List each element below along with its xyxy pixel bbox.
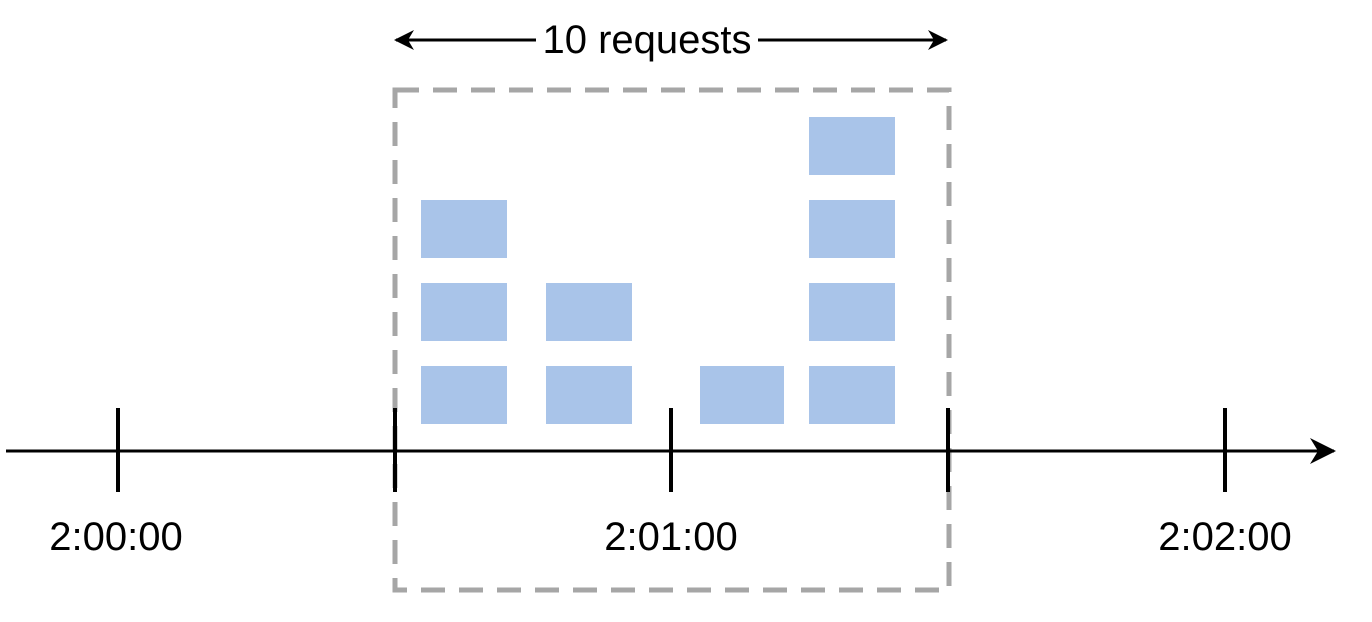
request-block [809,366,895,424]
window-request-count-label: 10 requests [542,18,751,62]
request-block [421,200,507,258]
window-frame [392,87,952,593]
request-block [809,283,895,341]
time-label-2-01-00: 2:01:00 [604,515,737,559]
request-block [546,283,632,341]
request-block [546,366,632,424]
request-block [700,366,784,424]
request-block [421,366,507,424]
request-block [809,117,895,175]
request-blocks [421,117,895,424]
time-label-2-02-00: 2:02:00 [1158,515,1291,559]
request-block [421,283,507,341]
time-label-2-00-00: 2:00:00 [49,515,182,559]
request-block [809,200,895,258]
